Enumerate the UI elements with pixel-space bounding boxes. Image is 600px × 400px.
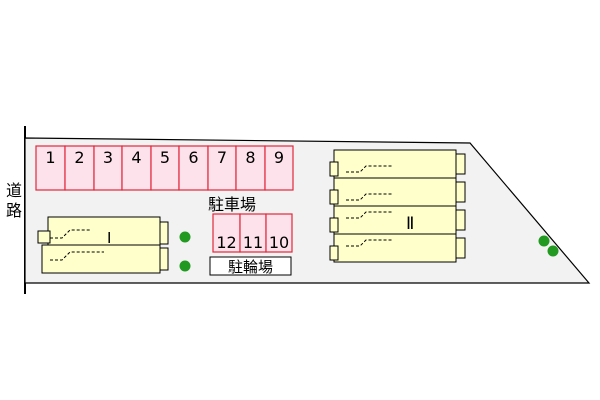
parking-space xyxy=(264,145,294,191)
parking-number: 9 xyxy=(274,148,284,167)
parking-space xyxy=(265,213,293,253)
building-label: Ⅱ xyxy=(406,214,414,234)
building-bump xyxy=(37,230,51,244)
parking-space xyxy=(212,213,241,253)
building-bump xyxy=(455,181,466,203)
parking-space xyxy=(64,145,95,191)
stair-dashes xyxy=(346,239,392,247)
stair-dashes xyxy=(346,211,392,219)
parking-row-top: 1 2 3 4 5 6 7 8 9 xyxy=(35,145,294,191)
road-label-char-2: 路 xyxy=(6,201,22,220)
parking-label: 駐車場 xyxy=(208,195,256,214)
stair-dashes xyxy=(50,251,104,261)
building-bump xyxy=(159,221,169,245)
building-unit xyxy=(333,177,457,207)
building-bump xyxy=(455,237,466,259)
building-bump xyxy=(329,189,339,205)
parking-space xyxy=(207,145,237,191)
stair-dashes xyxy=(346,193,392,201)
parking-number: 5 xyxy=(160,148,170,167)
parking-number: 8 xyxy=(245,148,255,167)
parking-number: 2 xyxy=(74,148,84,167)
building-unit xyxy=(41,244,161,274)
tree-icon xyxy=(179,231,191,243)
building-unit xyxy=(47,216,161,246)
tree-icon xyxy=(538,235,550,247)
building-bump xyxy=(455,153,466,175)
road-label-char-1: 道 xyxy=(6,181,22,200)
building-2: Ⅱ xyxy=(329,149,466,263)
stair-dashes xyxy=(50,229,90,239)
parking-number: 4 xyxy=(131,148,141,167)
building-bump xyxy=(159,247,169,271)
parking-number: 7 xyxy=(217,148,227,167)
building-bump xyxy=(329,245,339,261)
parking-number: 1 xyxy=(45,148,55,167)
building-unit xyxy=(333,233,457,263)
tree-icon xyxy=(179,260,191,272)
parking-row-bottom: 12 11 10 xyxy=(212,213,293,253)
tree-icon xyxy=(547,245,559,257)
building-bump xyxy=(329,161,339,177)
bicycle-parking-label: 駐輪場 xyxy=(228,258,273,276)
building-bump xyxy=(455,209,466,231)
parking-space xyxy=(235,145,266,191)
building-unit xyxy=(333,205,457,235)
parking-space xyxy=(93,145,123,191)
building-unit xyxy=(333,149,457,179)
building-bump xyxy=(329,217,339,233)
stair-dashes xyxy=(346,165,392,173)
parking-number: 6 xyxy=(188,148,198,167)
parking-number: 10 xyxy=(269,233,289,252)
parking-number: 3 xyxy=(103,148,113,167)
building-label: I xyxy=(107,229,111,247)
building-1: I xyxy=(37,216,169,274)
parking-number: 11 xyxy=(243,233,263,252)
bicycle-parking xyxy=(209,256,292,276)
parking-space xyxy=(35,145,66,191)
parking-number: 12 xyxy=(216,233,236,252)
